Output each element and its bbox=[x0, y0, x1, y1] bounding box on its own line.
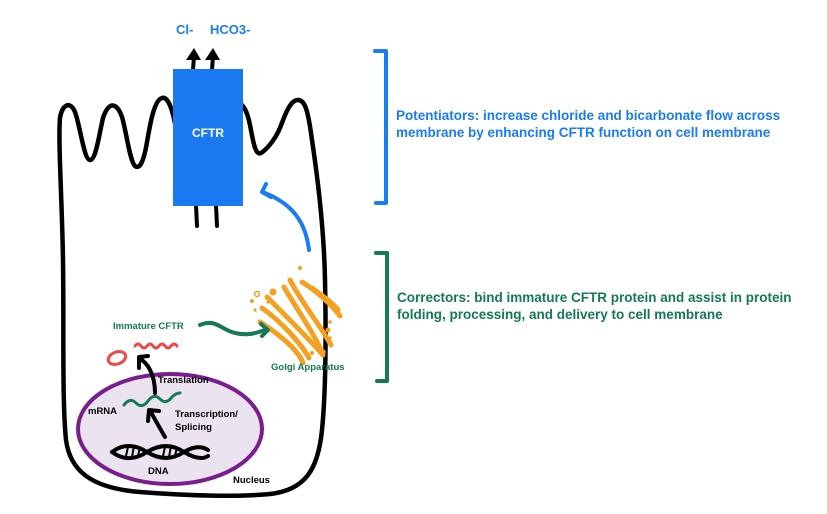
cftr-leg-left bbox=[194, 203, 199, 228]
transcription-arrow bbox=[146, 408, 167, 439]
cftr-leg-right bbox=[214, 203, 219, 228]
mrna-label: mRNA bbox=[88, 406, 117, 417]
transcription-label-line2: Splicing bbox=[175, 422, 212, 433]
ion-arrow-bicarbonate bbox=[205, 48, 220, 72]
translation-arrow bbox=[137, 354, 157, 395]
dna-label: DNA bbox=[148, 466, 169, 477]
bicarbonate-label: HCO3- bbox=[210, 22, 250, 37]
mrna-strand bbox=[122, 391, 182, 408]
potentiators-description: Potentiators: increase chloride and bica… bbox=[396, 108, 781, 140]
delivery-arrow bbox=[260, 182, 311, 252]
potentiators-bracket bbox=[373, 49, 388, 205]
translation-label: Translation bbox=[158, 375, 209, 386]
golgi-label: Golgi Apparatus bbox=[271, 362, 345, 373]
nucleus-label: Nucleus bbox=[233, 475, 270, 486]
to-golgi-arrow bbox=[198, 320, 270, 338]
cell-membrane bbox=[57, 95, 328, 498]
immature-cftr-protein bbox=[133, 342, 179, 350]
immature-cftr-label: Immature CFTR bbox=[113, 321, 184, 332]
cftr-channel bbox=[173, 69, 243, 206]
ribosome-icon bbox=[106, 350, 128, 366]
correctors-description: Correctors: bind immature CFTR protein a… bbox=[397, 290, 792, 322]
ion-arrow-chloride bbox=[186, 48, 201, 72]
dna-icon bbox=[110, 444, 210, 461]
correctors-bracket bbox=[374, 251, 389, 383]
chloride-label: Cl- bbox=[176, 22, 193, 37]
cftr-label: CFTR bbox=[192, 126, 224, 140]
golgi-vesicles bbox=[250, 266, 332, 355]
nucleus bbox=[76, 372, 264, 486]
transcription-label-line1: Transcription/ bbox=[175, 409, 238, 420]
dna-base-pairs bbox=[125, 445, 178, 458]
